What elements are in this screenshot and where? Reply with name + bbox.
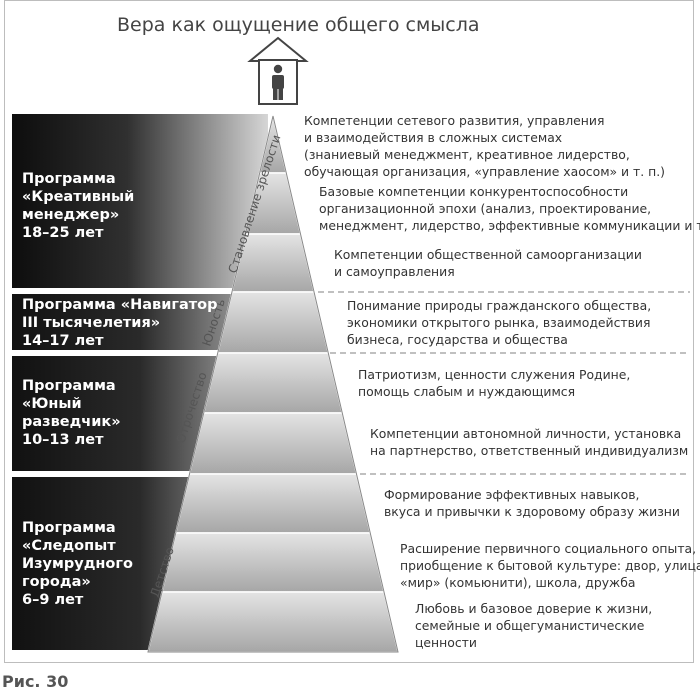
level-description-7: Формирование эффективных навыков,вкуса и…	[384, 487, 680, 519]
level-description-1: Компетенции сетевого развития, управлени…	[304, 113, 666, 179]
group-separators	[318, 291, 690, 475]
pyramid-band-6	[216, 291, 330, 354]
level-description-9: Любовь и базовое доверие к жизни,семейны…	[415, 601, 653, 650]
diagram-title: Вера как ощущение общего смысла	[117, 14, 480, 36]
level-description-8: Расширение первичного социального опыта,…	[400, 541, 700, 590]
pyramid-outline	[147, 115, 399, 653]
level-description-4: Понимание природы гражданского общества,…	[347, 298, 652, 347]
pyramid-band-3	[174, 473, 372, 534]
level-description-5: Патриотизм, ценности служения Родине,пом…	[358, 367, 631, 399]
pyramid-band-1	[147, 591, 399, 653]
pyramid-band-4	[188, 412, 358, 475]
house-person-icon	[247, 36, 309, 105]
level-description-3: Компетенции общественной самоорганизации…	[334, 247, 642, 279]
level-description-6: Компетенции автономной личности, установ…	[370, 426, 689, 458]
figure-label: Рис. 30	[2, 672, 69, 691]
pyramid-band-5	[202, 352, 344, 414]
pyramid-band-2	[161, 532, 385, 593]
pyramid	[147, 115, 399, 653]
level-description-2: Базовые компетенции конкурентоспособност…	[319, 184, 700, 233]
program-panel-creative-manager	[12, 114, 268, 288]
